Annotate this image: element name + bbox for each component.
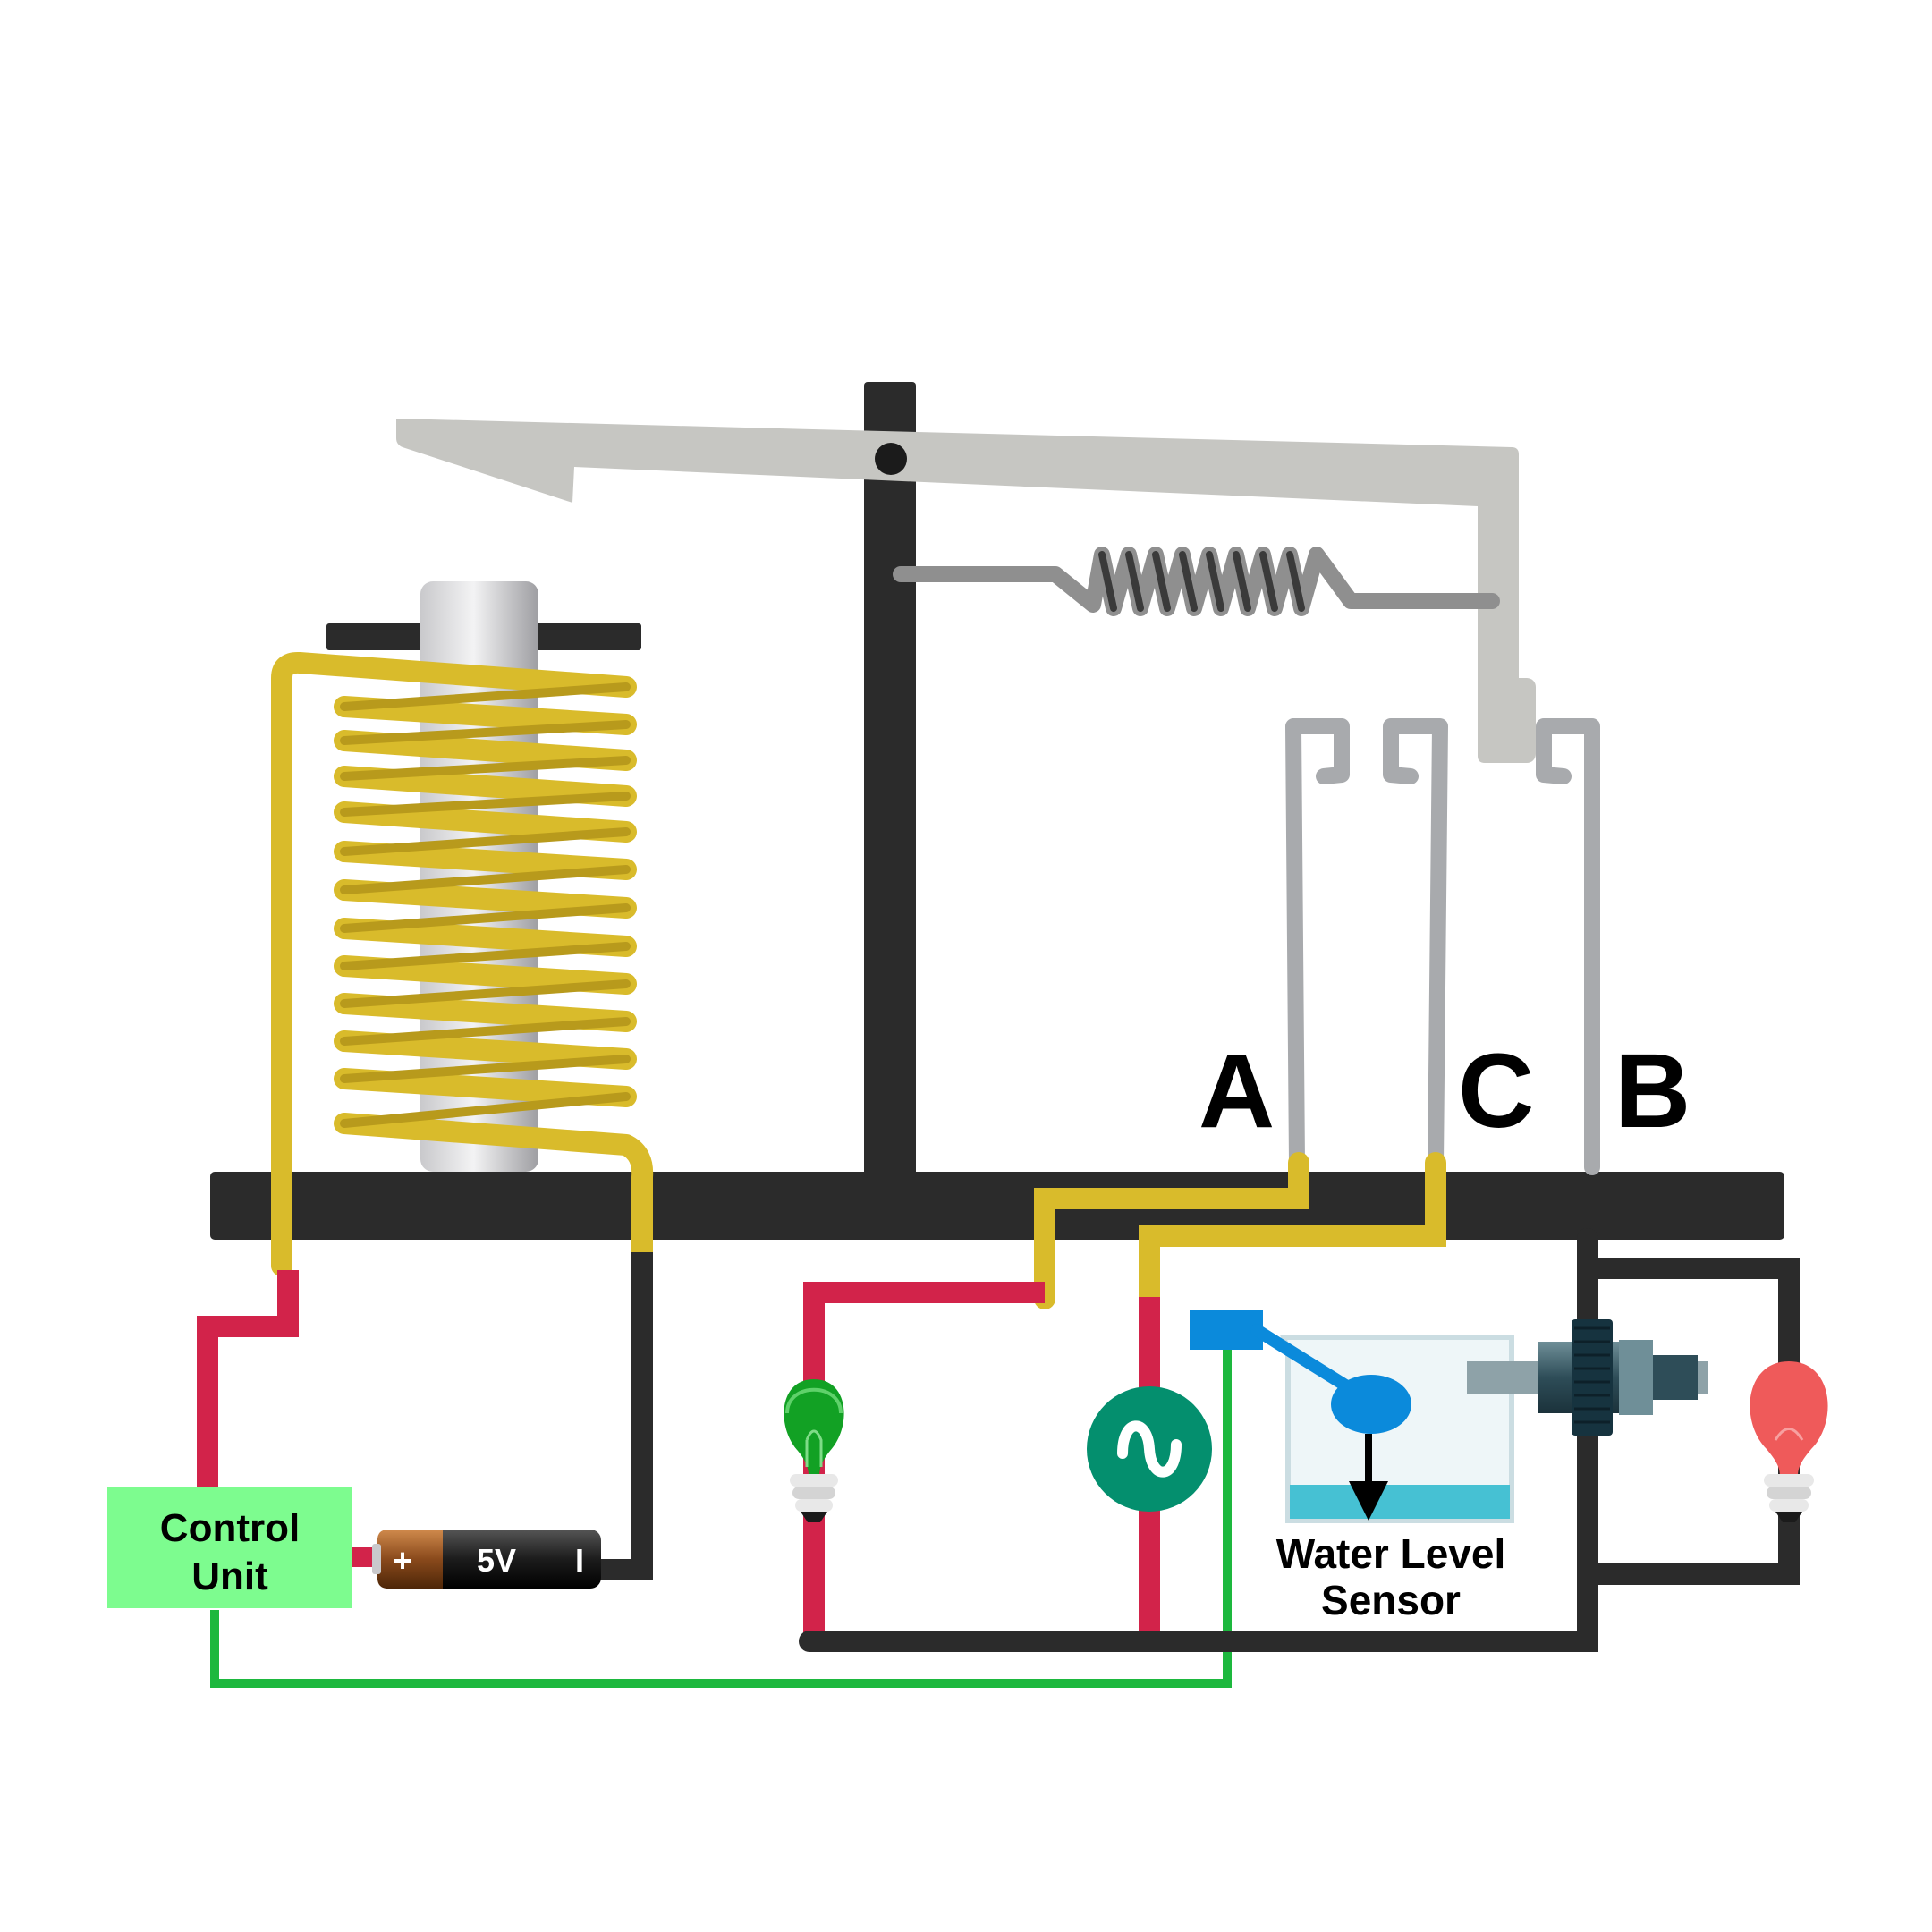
water: [1290, 1485, 1510, 1519]
battery-minus-label: I: [575, 1542, 584, 1579]
sensor-label-line1: Water Level: [1276, 1530, 1506, 1577]
return-spring-coils: [1098, 551, 1305, 612]
signal-wire: [210, 1342, 1232, 1688]
relay-base-bar: [210, 1172, 1784, 1240]
terminal-c-label: C: [1458, 1032, 1534, 1150]
contact-c-strip: [1383, 718, 1448, 1171]
pivot-pin: [875, 443, 907, 475]
ac-source: [1087, 1386, 1212, 1512]
battery-voltage-label: 5V: [477, 1542, 516, 1579]
sensor-label-line2: Sensor: [1321, 1577, 1461, 1623]
battery-plus-label: +: [393, 1542, 411, 1579]
terminal-a-label: A: [1199, 1032, 1275, 1150]
control-unit-label-line1: Control: [160, 1506, 300, 1550]
coil-negative-wire: [592, 1252, 653, 1580]
sensor-float: [1331, 1375, 1411, 1434]
relay-post: [864, 382, 916, 1178]
motor-icon: [1467, 1319, 1708, 1436]
green-lamp-icon: [784, 1379, 844, 1522]
sine-wave-icon: [1117, 1420, 1182, 1478]
control-unit-label-line2: Unit: [191, 1555, 268, 1598]
return-spring: [893, 547, 1500, 616]
red-lamp-icon: [1750, 1361, 1828, 1522]
contact-a-strip: [1285, 718, 1350, 1171]
copper-coil-back: [340, 682, 631, 1128]
armature-contact-tip: [1478, 678, 1536, 763]
contact-a-copper-wire: [1034, 1152, 1309, 1309]
water-level-sensor: Water Level Sensor: [1190, 1310, 1514, 1623]
copper-coil: [271, 651, 654, 1276]
armature-lever: [396, 419, 1519, 763]
terminal-b-label: B: [1614, 1032, 1690, 1150]
green-lamp-positive-wire: [803, 1282, 1045, 1641]
contact-b-strip: [1536, 718, 1600, 1175]
battery-icon: + 5V I: [352, 1530, 601, 1589]
contact-c-copper-wire: [1139, 1152, 1446, 1309]
control-unit-box: [107, 1487, 352, 1608]
coil-positive-wire: [197, 1270, 299, 1494]
